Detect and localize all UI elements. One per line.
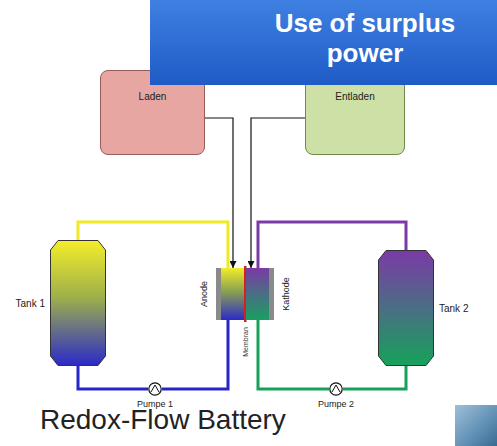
pump-circle	[149, 383, 161, 395]
pipe	[258, 320, 329, 389]
pipe	[78, 366, 148, 389]
caption-text: Redox-Flow Battery	[40, 404, 286, 436]
photo-fragment	[455, 405, 497, 446]
tank: Tank 2	[378, 250, 434, 366]
tank-body	[51, 241, 106, 366]
title-banner: Use of surplus power	[150, 0, 497, 85]
tank: Tank 1	[50, 240, 106, 366]
anode-half-cell: Anode	[216, 268, 244, 320]
node-label: Kathode	[281, 277, 291, 311]
tank-outline	[50, 240, 106, 366]
tank-outline	[378, 250, 434, 366]
pump-mark	[332, 385, 340, 392]
pump-outline	[329, 382, 343, 396]
part-label: Membran	[242, 327, 249, 357]
cathode-half-cell: Kathode	[246, 268, 274, 320]
node-label: Tank 1	[16, 298, 45, 309]
pump-symbol: Pumpe 2	[329, 382, 343, 396]
node-label: Pumpe 2	[318, 399, 354, 409]
pipe	[162, 320, 228, 389]
node-label: Entladen	[306, 91, 404, 102]
node-label: Laden	[101, 91, 204, 102]
title-text: Use of surplus power	[240, 8, 490, 68]
tank-body	[379, 251, 434, 366]
pump-symbol: Pumpe 1	[148, 382, 162, 396]
pump-outline	[148, 382, 162, 396]
node-label: Anode	[199, 281, 209, 307]
node-label: Tank 2	[439, 303, 468, 314]
pump-circle	[330, 383, 342, 395]
pump-mark	[151, 385, 159, 392]
pipe	[343, 366, 406, 389]
